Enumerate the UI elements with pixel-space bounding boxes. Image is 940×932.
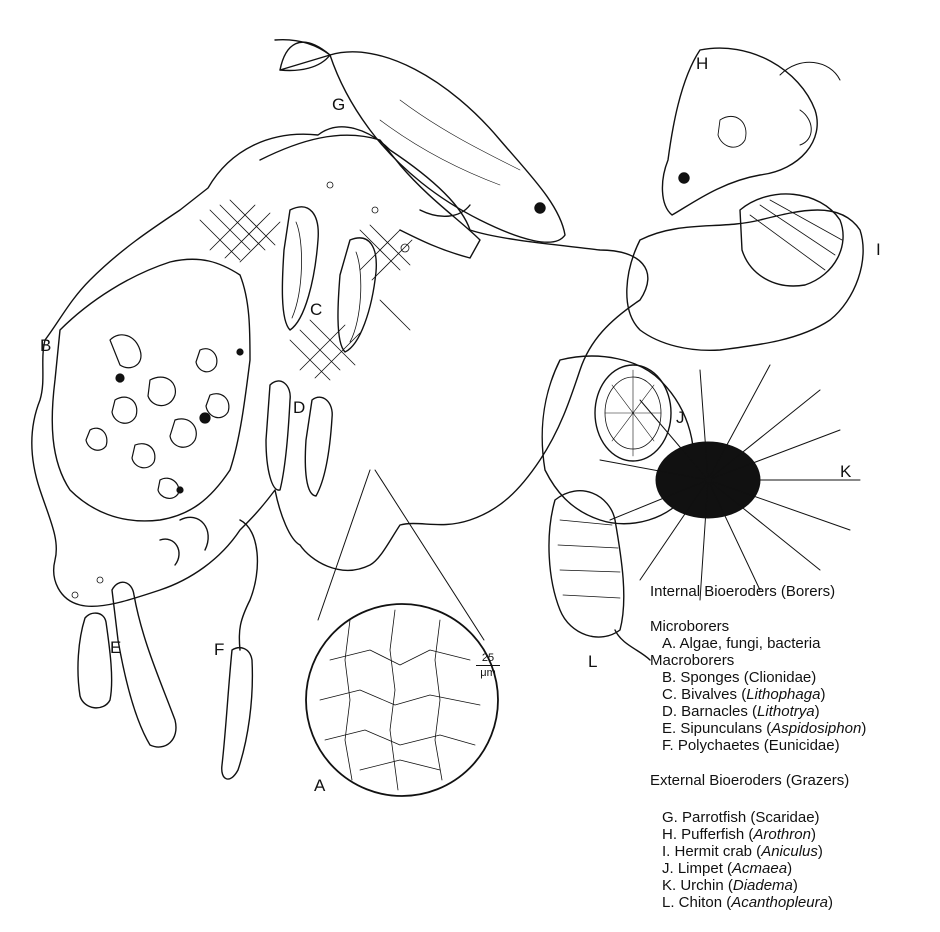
polychaete — [160, 517, 257, 779]
label-h: H — [696, 54, 708, 74]
bivalve-borings — [282, 207, 376, 352]
legend-item-e: E. Sipunculans (Aspidosiphon) — [650, 720, 940, 737]
substrate-specks — [72, 182, 409, 598]
legend-item-f: F. Polychaetes (Eunicidae) — [650, 737, 940, 754]
label-k: K — [840, 462, 851, 482]
legend-item-a: A. Algae, fungi, bacteria — [650, 635, 940, 652]
sponge-galleries — [86, 335, 243, 499]
parrotfish — [275, 40, 565, 243]
hermit-crab-shell-region — [627, 210, 863, 350]
label-f: F — [214, 640, 224, 660]
urchin — [600, 365, 860, 600]
scale-bar-value: 25 — [482, 652, 494, 664]
scale-bar: 25 μm — [474, 652, 502, 679]
legend-item-c: C. Bivalves (Lithophaga) — [650, 686, 940, 703]
microborer-magnifier — [306, 470, 498, 796]
sponge-region — [52, 259, 250, 521]
legend-microborers-title: Microborers — [650, 618, 940, 635]
chiton — [549, 491, 650, 660]
legend-item-j: J. Limpet (Acmaea) — [650, 860, 940, 877]
label-i: I — [876, 240, 881, 260]
legend-macroborers-title: Macroborers — [650, 652, 940, 669]
legend-internal-title: Internal Bioeroders (Borers) — [650, 583, 940, 600]
scale-bar-line — [476, 665, 500, 666]
label-e: E — [110, 638, 121, 658]
legend-item-d: D. Barnacles (Lithotrya) — [650, 703, 940, 720]
scale-bar-unit: μm — [480, 667, 496, 679]
label-c: C — [310, 300, 322, 320]
label-j: J — [676, 408, 685, 428]
legend-item-k: K. Urchin (Diadema) — [650, 877, 940, 894]
hermit-crab — [740, 194, 843, 286]
label-g: G — [332, 95, 345, 115]
label-a: A — [314, 776, 325, 796]
legend-item-g: G. Parrotfish (Scaridae) — [650, 809, 940, 826]
legend: Internal Bioeroders (Borers) Microborers… — [650, 583, 940, 911]
legend-item-b: B. Sponges (Clionidae) — [650, 669, 940, 686]
legend-item-l: L. Chiton (Acanthopleura) — [650, 894, 940, 911]
label-b: B — [40, 336, 51, 356]
legend-external-title: External Bioeroders (Grazers) — [650, 772, 940, 789]
limpet — [595, 365, 671, 461]
label-d: D — [293, 398, 305, 418]
legend-item-h: H. Pufferfish (Arothron) — [650, 826, 940, 843]
coral-crosshatch — [200, 200, 412, 380]
pufferfish — [662, 48, 840, 215]
label-l: L — [588, 652, 597, 672]
legend-item-i: I. Hermit crab (Aniculus) — [650, 843, 940, 860]
